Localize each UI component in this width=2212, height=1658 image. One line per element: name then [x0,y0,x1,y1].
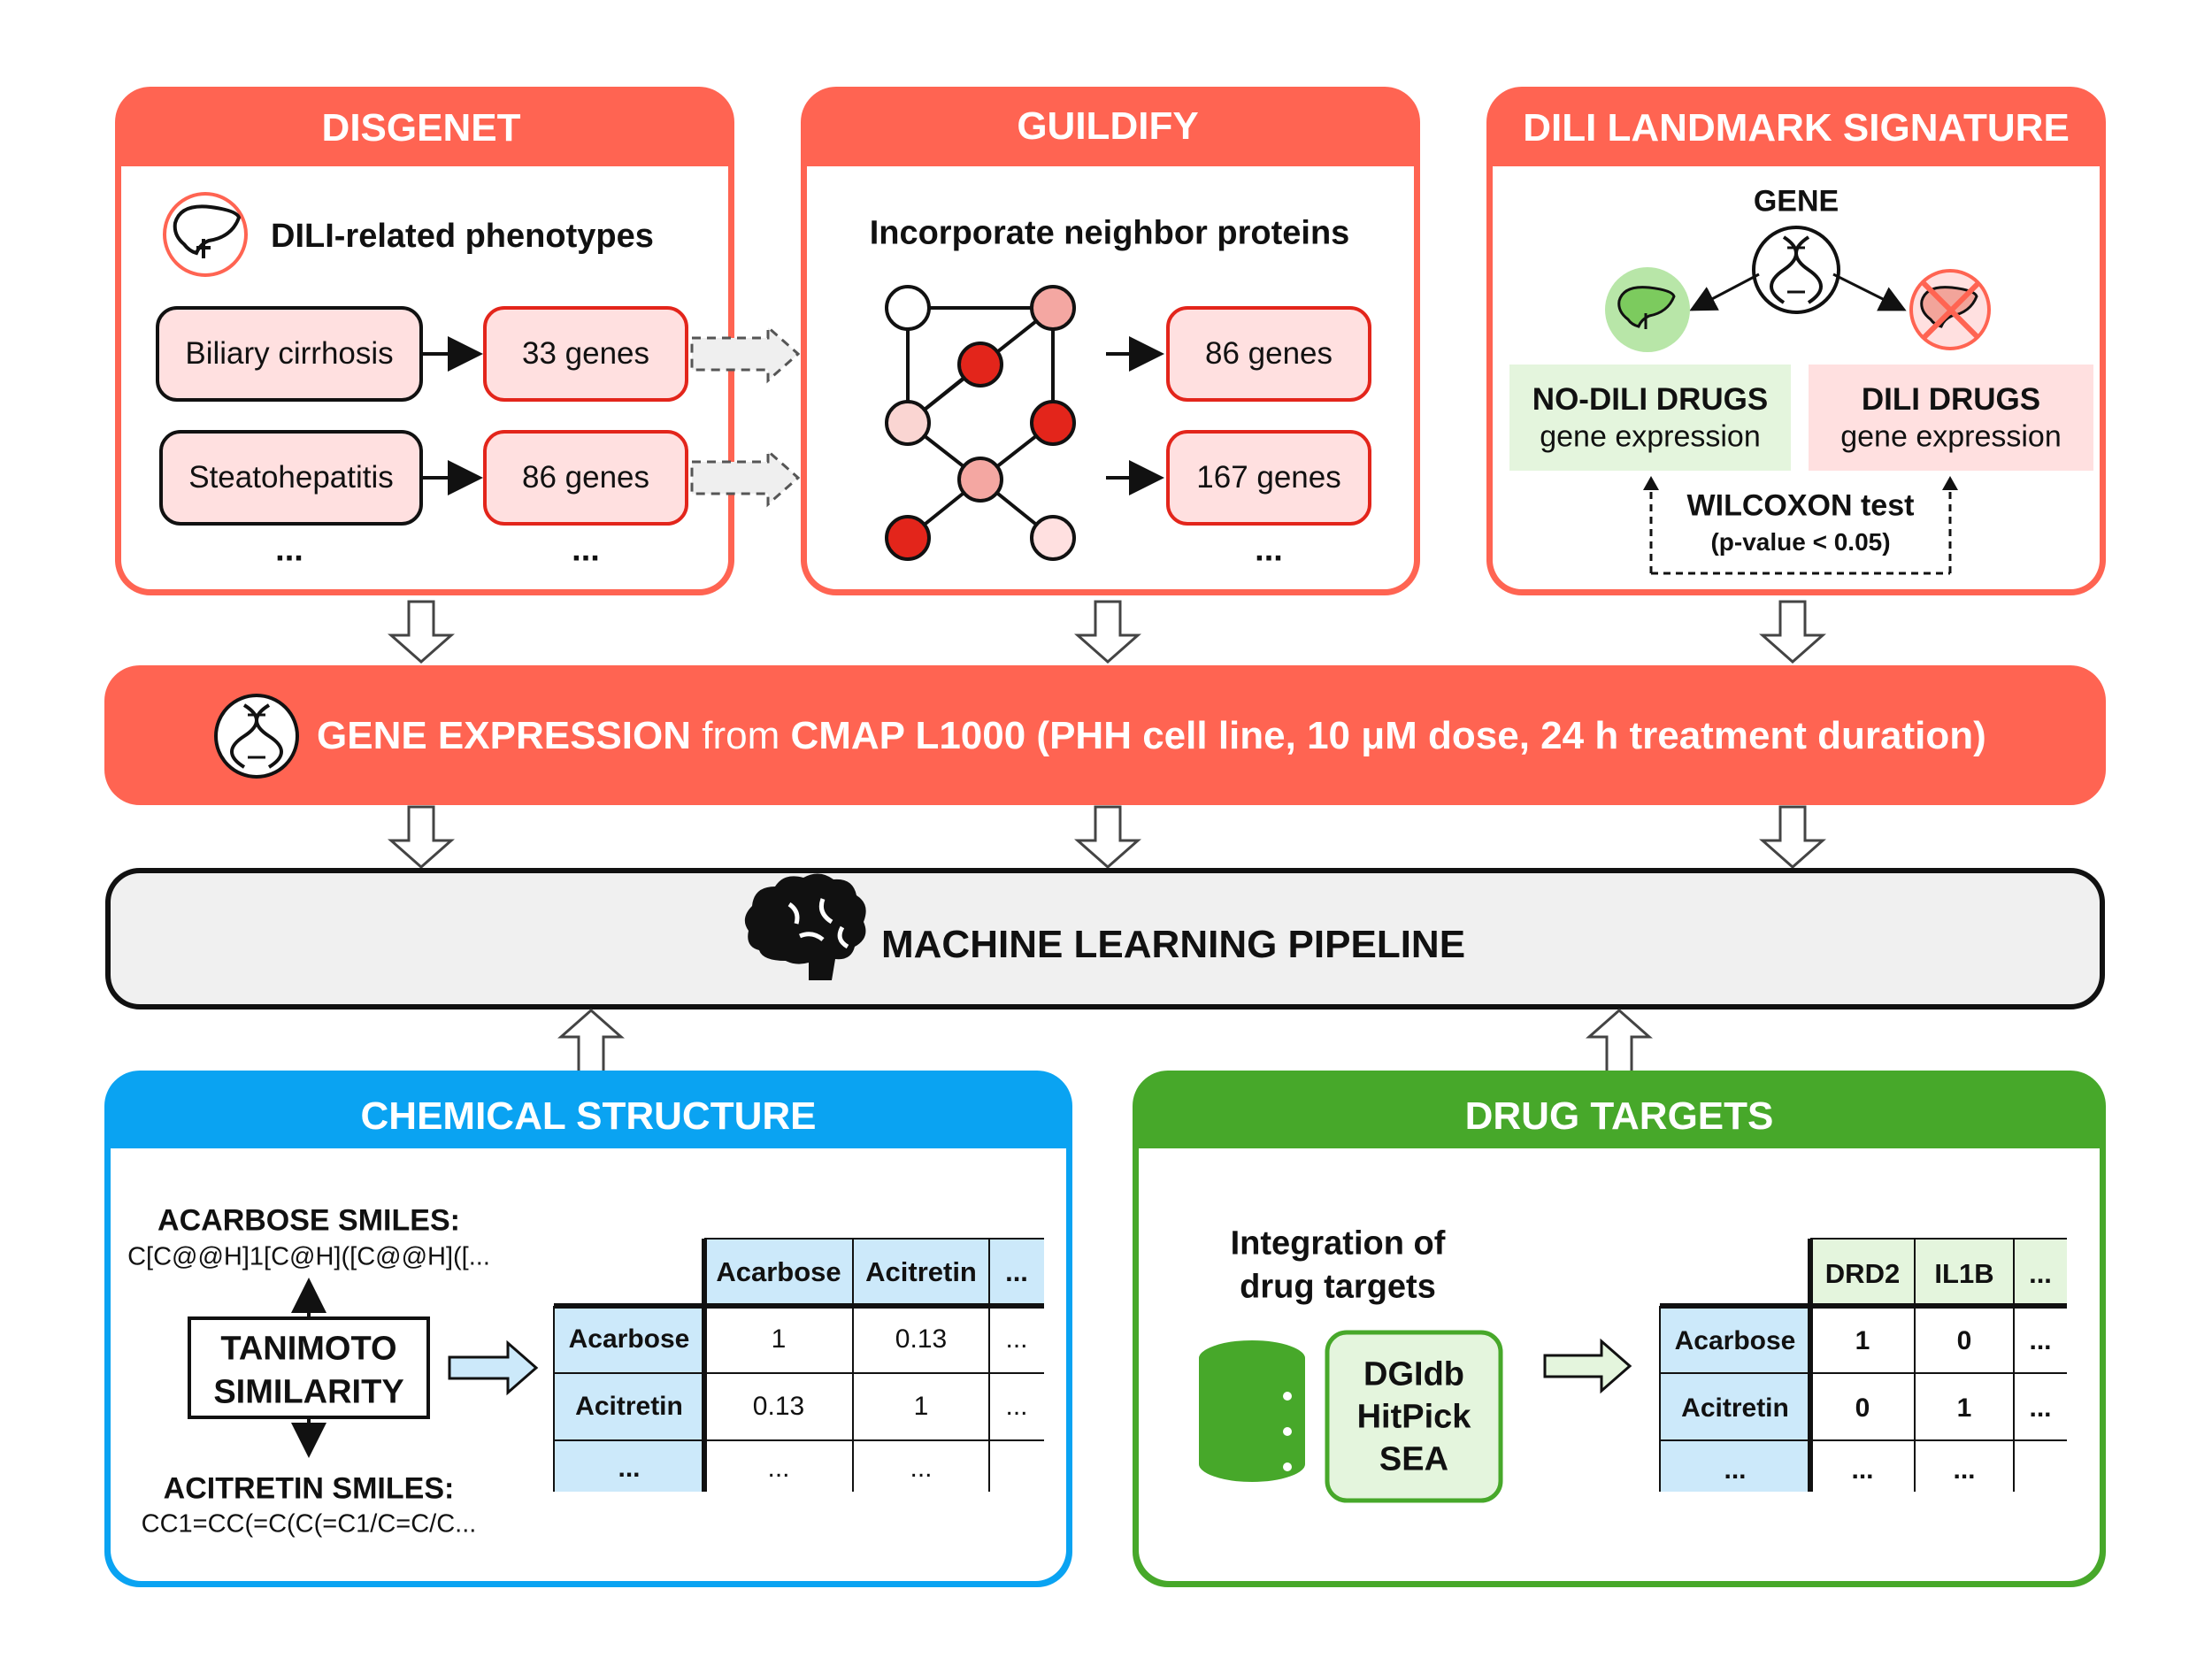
source-hitpick: HitPick [1356,1398,1471,1436]
pipeline-bar [105,868,2105,1009]
down-arrows-top [388,600,1826,664]
chem-arrow [448,1339,539,1396]
dashed-arrow-2 [690,448,801,508]
pipeline-title: MACHINE LEARNING PIPELINE [881,923,1466,966]
guildify-ellipsis: ... [1255,531,1283,569]
chem-cell: ... [1005,1392,1028,1421]
chem-row-label-1: Acarbose [568,1324,690,1354]
disgenet-title: DISGENET [321,106,521,150]
liver-icon [163,192,248,277]
database-icon [1195,1337,1309,1485]
guildify-gene-count-2: 167 genes [1196,460,1341,495]
gene-count-box-2 [483,430,688,526]
gene-expression-text: GENE EXPRESSION from CMAP L1000 (PHH cel… [317,713,1986,759]
phenotype-box-1 [156,306,423,402]
tanimoto-line-2: SIMILARITY [213,1373,404,1411]
chem-col-header-2: Acitretin [865,1256,977,1287]
wilcoxon-subtitle: (p-value < 0.05) [1710,528,1891,556]
acarbose-smiles-label: ACARBOSE SMILES: [157,1203,460,1238]
dna-icon [1752,226,1840,314]
chem-cell: ... [910,1454,933,1483]
dna-icon [214,694,299,779]
target-cell: 1 [1855,1326,1870,1355]
gene-expression-from: from [691,714,791,757]
guildify-title: GUILDIFY [1017,104,1199,148]
chem-cell: ... [767,1454,790,1483]
damaged-liver-icon [1909,269,1991,350]
gene-label: GENE [1753,184,1839,219]
chem-table [553,1238,1044,1492]
chem-col-header-1: Acarbose [716,1256,841,1287]
wilcoxon-bracket [1643,476,1958,575]
target-col-header-3: ... [2029,1258,2052,1289]
gene-expression-bold: GENE EXPRESSION [317,714,692,757]
target-row-label-1: Acarbose [1674,1326,1796,1355]
guildify-subtitle: Incorporate neighbor proteins [869,214,1350,252]
chem-row-label-2: Acitretin [575,1392,683,1421]
dili-box [1809,365,2093,471]
source-dgidb: DGIdb [1363,1355,1464,1393]
dili-subtitle: gene expression [1840,419,2062,454]
no-dili-box [1509,365,1791,471]
targets-arrow [1543,1338,1632,1394]
target-cell: ... [1953,1455,1976,1485]
sources-box [1325,1330,1503,1503]
target-row-label-3: ... [1724,1455,1747,1485]
gene-expression-source: CMAP L1000 (PHH cell line, 10 μM dose, 2… [790,714,1986,757]
target-col-header-1: DRD2 [1824,1258,1901,1289]
disgenet-subtitle: DILI-related phenotypes [271,218,654,255]
healthy-liver-icon [1605,267,1690,352]
chem-row-label-3: ... [618,1454,641,1483]
guildify-gene-box-2 [1166,430,1371,526]
target-cell: 0 [1956,1326,1972,1355]
target-cell: ... [2029,1393,2052,1423]
target-cell: ... [1851,1455,1874,1485]
drug-targets-title: DRUG TARGETS [1464,1094,1774,1138]
gene-count-box-1 [483,306,688,402]
phenotype-label-1: Biliary cirrhosis [185,336,394,371]
dili-title: DILI DRUGS [1861,382,2041,417]
phenotype-label-2: Steatohepatitis [188,460,394,495]
guildify-gene-count-1: 86 genes [1204,336,1333,371]
no-dili-title: NO-DILI DRUGS [1532,382,1769,417]
no-dili-subtitle: gene expression [1540,419,1761,454]
gene-expression-bar [104,665,2106,805]
tanimoto-line-1: TANIMOTO [220,1330,397,1368]
brain-icon [744,873,866,980]
disgenet-ellipsis-right: ... [572,531,600,569]
chem-cell: 1 [913,1392,929,1421]
source-sea: SEA [1379,1440,1449,1478]
target-col-header-2: IL1B [1934,1258,1994,1289]
wilcoxon-title: WILCOXON test [1686,488,1915,523]
gene-count-2: 86 genes [521,460,650,495]
target-cell: 1 [1956,1393,1972,1423]
target-row-label-2: Acitretin [1681,1393,1789,1423]
target-cell: 0 [1855,1393,1870,1423]
targets-table [1659,1238,2067,1492]
disgenet-ellipsis-left: ... [275,531,303,569]
chem-cell: ... [1005,1324,1028,1354]
protein-network-icon [885,285,1076,561]
dashed-arrow-1 [690,324,801,384]
guildify-gene-box-1 [1166,306,1371,402]
acitretin-smiles-label: ACITRETIN SMILES: [163,1471,455,1506]
target-cell: ... [2029,1326,2052,1355]
chem-cell: 1 [771,1324,787,1354]
chem-cell: 0.13 [895,1324,948,1354]
phenotype-box-2 [159,430,423,526]
drug-targets-subtitle-2: drug targets [1240,1268,1436,1306]
acarbose-smiles-value: C[C@@H]1[C@H]([C@@H]([... [127,1242,490,1271]
drug-targets-subtitle-1: Integration of [1230,1224,1446,1263]
chemical-structure-title: CHEMICAL STRUCTURE [360,1094,817,1138]
dili-landmark-title: DILI LANDMARK SIGNATURE [1523,106,2070,150]
gene-count-1: 33 genes [521,336,650,371]
chem-cell: 0.13 [752,1392,805,1421]
down-arrows-middle [388,805,1826,870]
up-arrows [557,1008,1653,1074]
acitretin-smiles-value: CC1=CC(=C(C(=C1/C=C/C... [141,1509,477,1539]
chem-col-header-3: ... [1005,1256,1028,1287]
